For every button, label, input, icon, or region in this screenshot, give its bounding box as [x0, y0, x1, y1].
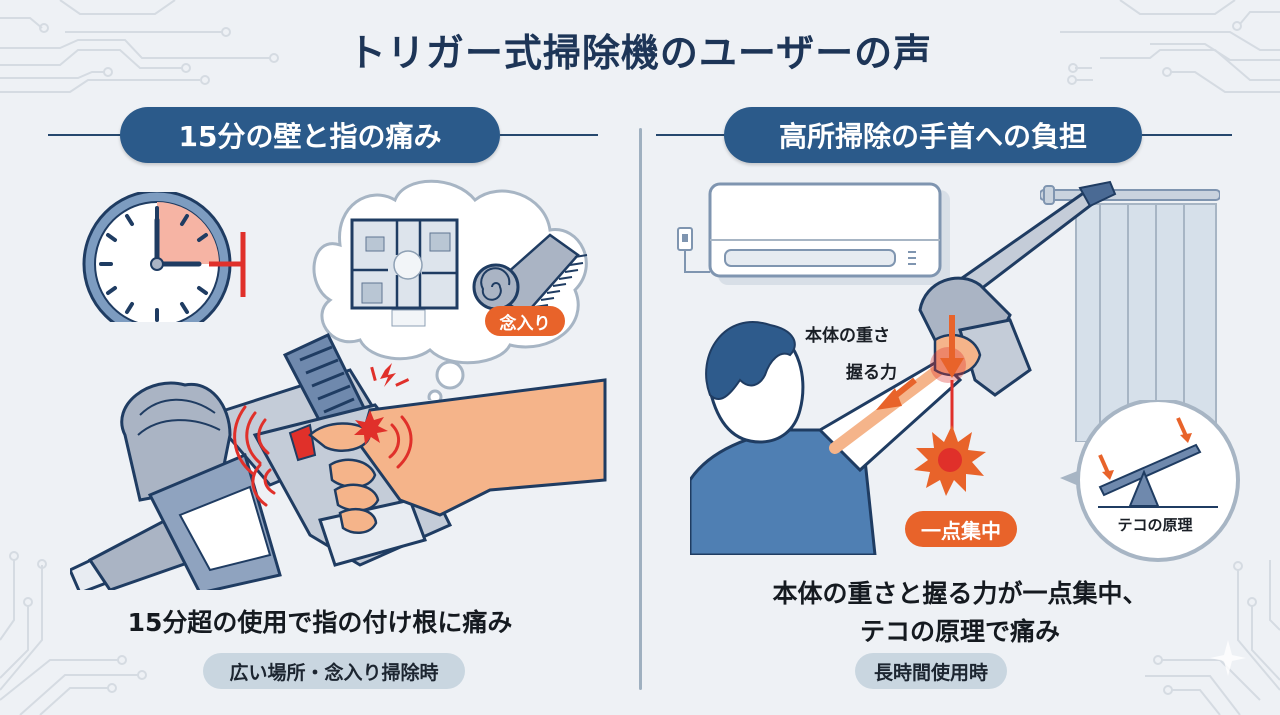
finger-pain-burst	[354, 410, 388, 445]
air-conditioner-icon	[677, 182, 950, 285]
right-caption-line-1: 本体の重さと握る力が一点集中、	[772, 579, 1148, 608]
right-tag: 長時間使用時	[855, 653, 1007, 689]
page-title: トリガー式掃除機のユーザーの声	[347, 31, 933, 75]
grip-force-arrow	[876, 377, 917, 410]
header-rule-left	[48, 134, 128, 136]
seesaw-lever-icon	[1098, 417, 1218, 508]
clock-icon	[82, 192, 246, 322]
right-section-header: 高所掃除の手首への負担	[656, 107, 1232, 163]
concentration-badge: 一点集中	[905, 511, 1017, 547]
careful-badge: 念入り	[485, 306, 565, 336]
left-header-pill: 15分の壁と指の痛み	[120, 107, 500, 163]
left-section-header: 15分の壁と指の痛み	[48, 107, 598, 163]
header-rule-right	[500, 134, 598, 136]
panel-divider	[639, 128, 642, 690]
trigger-vacuum-illustration	[70, 333, 607, 590]
grip-force-label: 握る力	[846, 363, 897, 383]
left-caption: 15分超の使用で指の付け根に痛み	[127, 608, 513, 637]
leverage-inset	[1060, 400, 1240, 562]
person-reaching-illustration	[690, 180, 1117, 555]
header-rule-right	[1142, 134, 1232, 136]
right-header-pill: 高所掃除の手首への負担	[724, 107, 1142, 163]
floor-plan-icon	[350, 218, 459, 327]
body-weight-label: 本体の重さ	[805, 326, 890, 346]
right-caption-line-2: テコの原理で痛み	[859, 617, 1060, 646]
header-rule-left	[656, 134, 736, 136]
left-tag: 広い場所・念入り掃除時	[203, 653, 465, 689]
body-weight-arrow	[940, 315, 964, 378]
leverage-label: テコの原理	[1117, 516, 1193, 534]
